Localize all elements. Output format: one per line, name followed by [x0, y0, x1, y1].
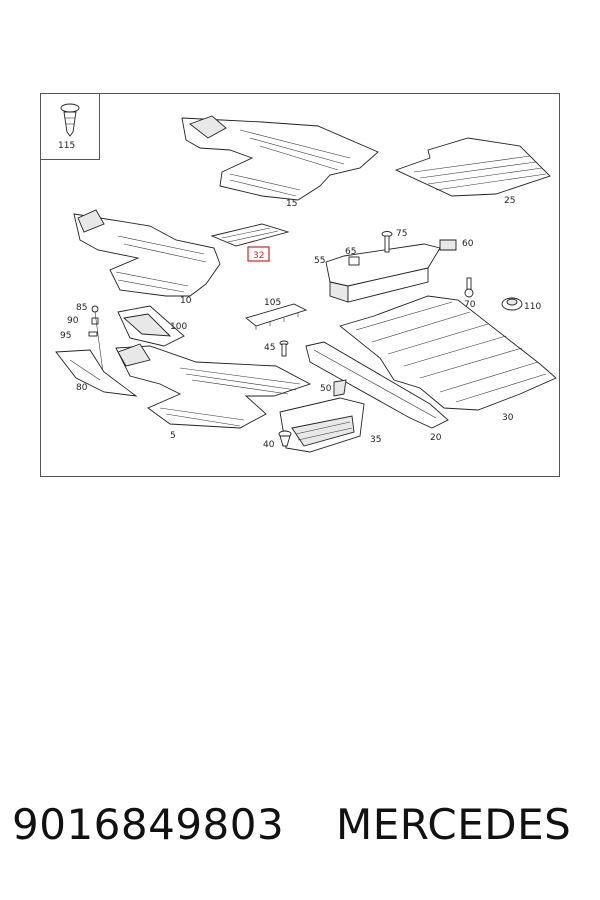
- part-number: 9016849803: [12, 800, 285, 849]
- clip-115-drawing: [60, 103, 80, 137]
- part-60-bracket: [439, 239, 457, 251]
- part-65-nut: [348, 256, 360, 266]
- callout-15: 15: [286, 199, 297, 209]
- part-10-floor-panel: [73, 209, 221, 297]
- highlight-box-32: [247, 246, 270, 262]
- callout-25: 25: [504, 196, 515, 206]
- brand-name: MERCEDES: [336, 800, 572, 849]
- callout-70: 70: [464, 300, 476, 310]
- part-100-cover: [117, 305, 185, 347]
- callout-55: 55: [314, 256, 325, 266]
- callout-95: 95: [60, 331, 71, 341]
- callout-35: 35: [370, 435, 381, 445]
- part-20-sill: [305, 341, 449, 429]
- callout-100: 100: [170, 322, 187, 332]
- callout-5: 5: [170, 431, 176, 441]
- callout-110: 110: [524, 302, 541, 312]
- part-32-panel: [210, 223, 290, 247]
- part-35-step: [279, 397, 365, 453]
- part-70-screw: [464, 277, 474, 298]
- inset-box-clip-115: [40, 93, 100, 160]
- part-110-grommet: [501, 297, 523, 311]
- callout-90: 90: [67, 316, 79, 326]
- callout-60: 60: [462, 239, 474, 249]
- callout-20: 20: [430, 433, 442, 443]
- part-55-crossmember: [325, 243, 441, 303]
- part-30-rear-floor: [339, 295, 557, 411]
- callout-65: 65: [345, 247, 356, 257]
- part-25-floor-mat: [394, 137, 551, 197]
- callout-80: 80: [76, 383, 88, 393]
- part-5-floor-panel: [115, 343, 312, 429]
- part-50-plug: [333, 379, 347, 397]
- caption-bar: 9016849803 MERCEDES: [0, 800, 600, 860]
- part-45-screw: [279, 340, 289, 357]
- callout-40: 40: [263, 440, 275, 450]
- callout-75: 75: [396, 229, 407, 239]
- callout-50: 50: [320, 384, 332, 394]
- part-105-bar: [245, 303, 308, 330]
- callout-45: 45: [264, 343, 275, 353]
- callout-115: 115: [58, 141, 75, 151]
- part-15-floor-panel: [181, 115, 379, 201]
- callout-30: 30: [502, 413, 514, 423]
- callout-32: 32: [253, 251, 264, 261]
- callout-105: 105: [264, 298, 281, 308]
- callout-85: 85: [76, 303, 87, 313]
- part-85-90-95-fasteners: [88, 305, 105, 381]
- part-75-bolt: [381, 231, 393, 253]
- part-40-clip: [278, 430, 292, 447]
- callout-10: 10: [180, 296, 192, 306]
- part-80-panel: [55, 349, 138, 397]
